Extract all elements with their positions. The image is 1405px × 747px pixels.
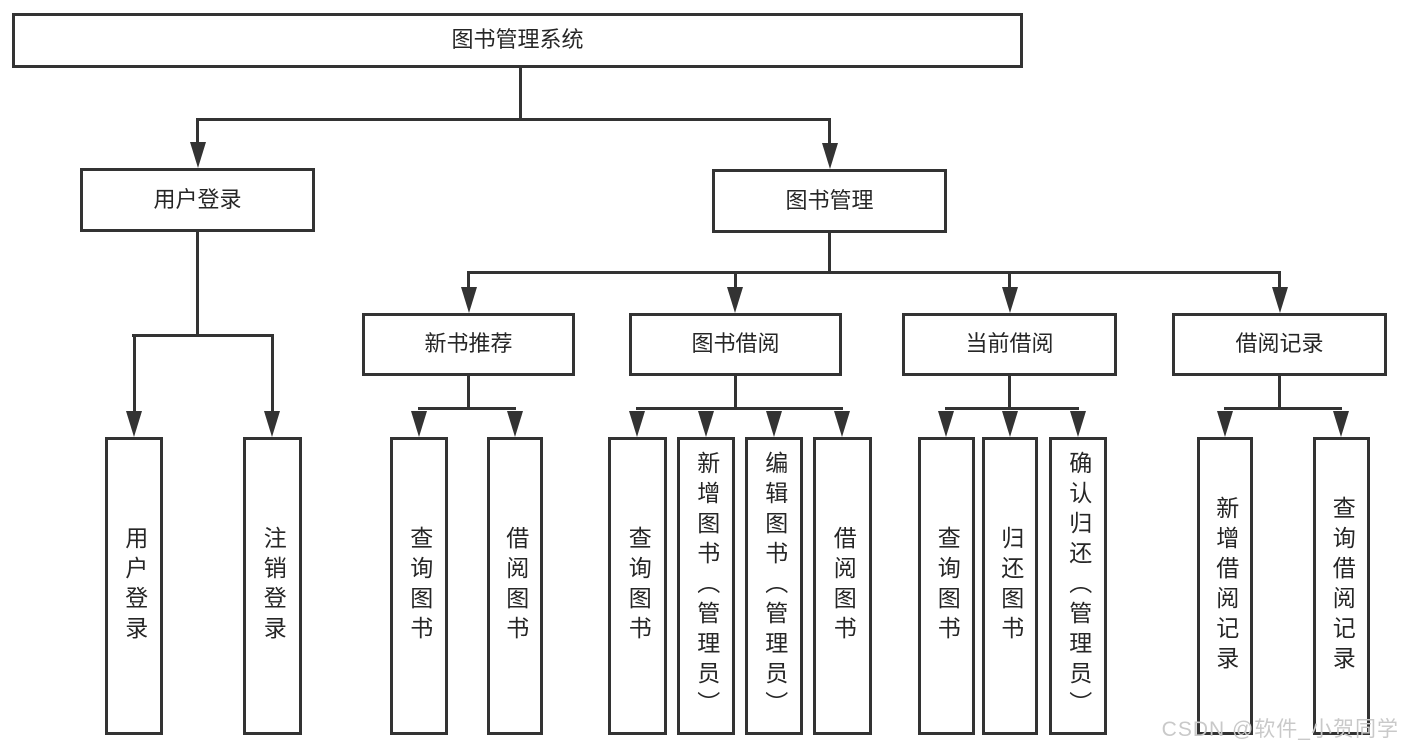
- connector-vline: [1278, 376, 1281, 409]
- connector-arrowhead: [1272, 287, 1288, 313]
- leaf-logout: 注销登录: [243, 437, 302, 735]
- connector-vline: [734, 271, 737, 291]
- leaf-current-confirm-admin: 确认归还（管理员）: [1049, 437, 1107, 735]
- leaf-borrow-query: 查询图书: [608, 437, 667, 735]
- connector-arrowhead: [1333, 411, 1349, 437]
- connector-vline: [196, 118, 199, 148]
- leaf-current-return: 归还图书: [982, 437, 1038, 735]
- node-book-management: 图书管理: [712, 169, 947, 233]
- leaf-borrow-borrow: 借阅图书: [813, 437, 872, 735]
- node-new-book-recommend: 新书推荐: [362, 313, 575, 376]
- leaf-record-query: 查询借阅记录: [1313, 437, 1370, 735]
- connector-vline: [1008, 376, 1011, 409]
- connector-vline: [1278, 271, 1281, 291]
- connector-arrowhead: [1002, 411, 1018, 437]
- connector-vline: [1008, 271, 1011, 291]
- connector-hline: [197, 118, 831, 121]
- connector-hline: [945, 407, 1079, 410]
- connector-arrowhead: [1217, 411, 1233, 437]
- leaf-user-login: 用户登录: [105, 437, 163, 735]
- connector-vline: [467, 376, 470, 409]
- leaf-newbook-borrow: 借阅图书: [487, 437, 543, 735]
- connector-arrowhead: [698, 411, 714, 437]
- connector-arrowhead: [264, 411, 280, 437]
- csdn-watermark: CSDN @软件_小贺同学: [1161, 718, 1399, 741]
- connector-vline: [271, 334, 274, 412]
- connector-arrowhead: [822, 143, 838, 169]
- connector-vline: [828, 233, 831, 273]
- connector-arrowhead: [629, 411, 645, 437]
- connector-hline: [418, 407, 516, 410]
- node-user-login: 用户登录: [80, 168, 315, 232]
- connector-vline: [467, 271, 470, 291]
- connector-arrowhead: [938, 411, 954, 437]
- leaf-record-add: 新增借阅记录: [1197, 437, 1253, 735]
- connector-hline: [1224, 407, 1342, 410]
- node-current-borrow: 当前借阅: [902, 313, 1117, 376]
- connector-arrowhead: [834, 411, 850, 437]
- connector-arrowhead: [727, 287, 743, 313]
- leaf-borrow-edit-admin: 编辑图书（管理员）: [745, 437, 803, 735]
- node-book-borrow: 图书借阅: [629, 313, 842, 376]
- node-root: 图书管理系统: [12, 13, 1023, 68]
- connector-vline: [133, 334, 136, 412]
- connector-vline: [828, 118, 831, 148]
- leaf-newbook-query: 查询图书: [390, 437, 448, 735]
- connector-arrowhead: [1002, 287, 1018, 313]
- connector-hline: [636, 407, 843, 410]
- leaf-current-query: 查询图书: [918, 437, 975, 735]
- connector-vline: [519, 68, 522, 120]
- connector-arrowhead: [1070, 411, 1086, 437]
- connector-vline: [734, 376, 737, 409]
- connector-arrowhead: [507, 411, 523, 437]
- connector-arrowhead: [461, 287, 477, 313]
- leaf-borrow-add-admin: 新增图书（管理员）: [677, 437, 735, 735]
- node-borrow-record: 借阅记录: [1172, 313, 1387, 376]
- connector-vline: [196, 232, 199, 336]
- connector-hline: [132, 334, 273, 337]
- connector-arrowhead: [411, 411, 427, 437]
- connector-arrowhead: [766, 411, 782, 437]
- connector-hline: [468, 271, 1280, 274]
- connector-arrowhead: [126, 411, 142, 437]
- connector-arrowhead: [190, 142, 206, 168]
